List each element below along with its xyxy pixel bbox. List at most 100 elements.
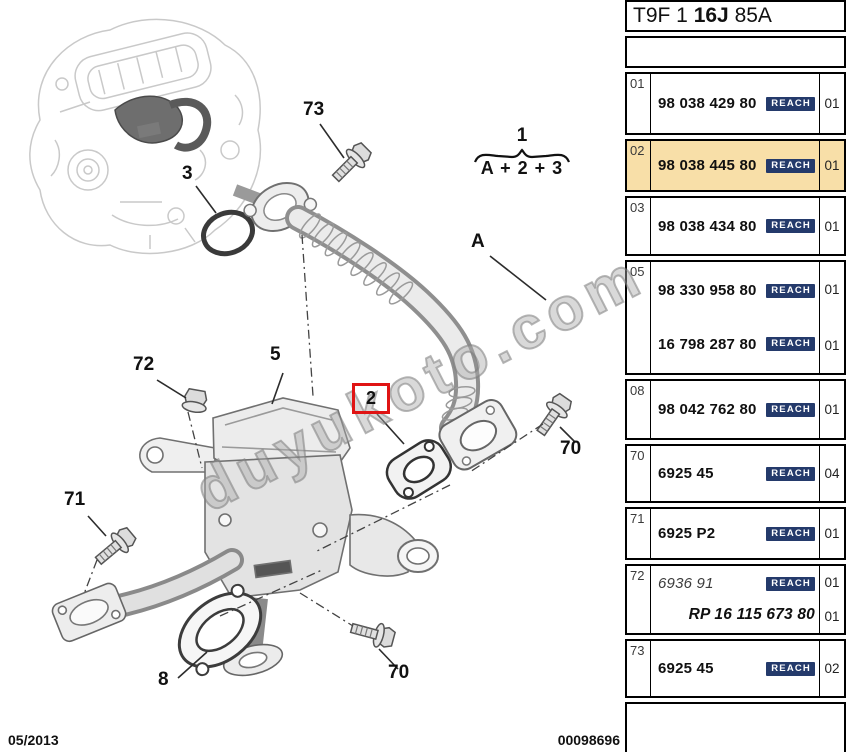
part-number[interactable]: 6925 P2 bbox=[658, 525, 716, 542]
item-number: 01 bbox=[627, 74, 651, 133]
part-row-02[interactable]: 02 98 038 445 80 REACH 01 bbox=[625, 139, 846, 192]
part-row-70[interactable]: 70 6925 45 REACH 04 bbox=[625, 444, 846, 503]
catalog-date: 05/2013 bbox=[8, 732, 59, 748]
part-line: 6925 45 REACH bbox=[658, 465, 815, 482]
quantity-value: 01 bbox=[824, 526, 840, 541]
diagram-artwork bbox=[29, 18, 577, 679]
reach-badge[interactable]: REACH bbox=[766, 219, 815, 233]
reach-badge[interactable]: REACH bbox=[766, 337, 815, 352]
reach-badge[interactable]: REACH bbox=[766, 158, 815, 173]
item-number: 03 bbox=[627, 198, 651, 254]
part-row-03[interactable]: 03 98 038 434 80 REACH 01 bbox=[625, 196, 846, 256]
part-number[interactable]: 98 038 429 80 bbox=[658, 95, 757, 112]
gasket-part-2 bbox=[385, 439, 452, 500]
part-line: 6925 45 REACH bbox=[658, 660, 815, 677]
empty-footer-cell bbox=[625, 702, 846, 752]
reach-badge[interactable]: REACH bbox=[766, 402, 815, 417]
part-line: 6936 91 REACH bbox=[658, 575, 815, 592]
quantity-cell: 01 bbox=[819, 198, 844, 254]
item-number: 73 bbox=[627, 641, 651, 696]
item-number: 71 bbox=[627, 509, 651, 558]
part-cell: 6936 91 REACH RP 16 115 673 80 bbox=[651, 566, 819, 633]
nut-part-72 bbox=[181, 387, 208, 414]
callout-3: 3 bbox=[182, 163, 193, 184]
quantity-cell: 01 01 bbox=[819, 262, 844, 373]
part-line: RP 16 115 673 80 bbox=[658, 606, 815, 624]
quantity-cell: 01 bbox=[819, 509, 844, 558]
item-number: 05 bbox=[627, 262, 651, 373]
quantity-value: 01 bbox=[824, 337, 840, 353]
part-number[interactable]: 98 038 445 80 bbox=[658, 157, 757, 174]
quantity-value: 01 bbox=[824, 402, 840, 417]
quantity-value: 01 bbox=[824, 608, 840, 624]
part-row-71[interactable]: 71 6925 P2 REACH 01 bbox=[625, 507, 846, 560]
part-row-72[interactable]: 72 6936 91 REACH RP 16 115 673 80 01 01 bbox=[625, 564, 846, 635]
reference-bold: 16J bbox=[693, 4, 729, 27]
bolt-part-70-right bbox=[530, 389, 577, 441]
reach-badge[interactable]: REACH bbox=[766, 96, 815, 111]
part-number[interactable]: 6936 91 bbox=[658, 575, 714, 592]
part-row-05[interactable]: 05 98 330 958 80 REACH 16 798 287 80 REACH 01… bbox=[625, 260, 846, 375]
selected-callout-2[interactable]: 2 bbox=[352, 383, 390, 414]
part-number[interactable]: 98 330 958 80 bbox=[658, 282, 757, 300]
part-line: 98 042 762 80 REACH bbox=[658, 401, 815, 418]
quantity-value: 04 bbox=[824, 466, 840, 481]
quantity-cell: 01 bbox=[819, 381, 844, 438]
gasket-part-8 bbox=[177, 583, 263, 677]
quantity-value: 02 bbox=[824, 661, 840, 676]
item-number: 72 bbox=[627, 566, 651, 633]
part-cell: 6925 45 REACH bbox=[651, 446, 819, 501]
item-number: 70 bbox=[627, 446, 651, 501]
quantity-value: 01 bbox=[824, 282, 840, 298]
part-line: 98 330 958 80 REACH bbox=[658, 282, 815, 299]
exploded-parts-diagram: 3 73 72 5 71 70 8 70 A 2 1 A + 2 + 3 duy… bbox=[29, 18, 656, 690]
document-number: 00098696 bbox=[557, 732, 620, 748]
reach-badge[interactable]: REACH bbox=[766, 661, 815, 676]
quantity-cell: 01 bbox=[819, 141, 844, 190]
part-cell: 98 330 958 80 REACH 16 798 287 80 REACH bbox=[651, 262, 819, 373]
callout-72: 72 bbox=[133, 354, 155, 375]
part-number[interactable]: RP 16 115 673 80 bbox=[688, 606, 815, 623]
callout-71: 71 bbox=[64, 489, 86, 510]
formula-result: 1 bbox=[516, 125, 528, 146]
part-line: 16 798 287 80 REACH bbox=[658, 336, 815, 353]
item-number: 02 bbox=[627, 141, 651, 190]
reach-badge[interactable]: REACH bbox=[766, 576, 815, 591]
callout-5: 5 bbox=[270, 344, 281, 365]
part-line: 6925 P2 REACH bbox=[658, 525, 815, 542]
reach-badge[interactable]: REACH bbox=[766, 283, 815, 298]
part-number[interactable]: 6925 45 bbox=[658, 465, 714, 482]
part-cell: 6925 45 REACH bbox=[651, 641, 819, 696]
egr-valve-assembly bbox=[51, 397, 439, 677]
callout-8: 8 bbox=[158, 669, 169, 690]
quantity-cell: 02 bbox=[819, 641, 844, 696]
empty-spacer-cell bbox=[625, 36, 846, 68]
quantity-value: 01 bbox=[824, 96, 840, 111]
part-number[interactable]: 98 042 762 80 bbox=[658, 401, 757, 418]
part-number[interactable]: 98 038 434 80 bbox=[658, 217, 757, 235]
part-cell: 98 042 762 80 REACH bbox=[651, 381, 819, 438]
part-row-01[interactable]: 01 98 038 429 80 REACH 01 bbox=[625, 72, 846, 135]
part-number[interactable]: 6925 45 bbox=[658, 660, 714, 677]
quantity-value: 01 bbox=[824, 575, 840, 591]
engine-egr-dark-parts bbox=[114, 95, 212, 152]
bolt-part-71 bbox=[89, 523, 140, 571]
quantity-value: 01 bbox=[824, 158, 840, 173]
part-row-73[interactable]: 73 6925 45 REACH 02 bbox=[625, 639, 846, 698]
callout-70-right: 70 bbox=[560, 438, 582, 459]
formula-components: A + 2 + 3 bbox=[480, 158, 564, 178]
formula-brace bbox=[473, 148, 571, 163]
part-cell: 98 038 445 80 REACH bbox=[651, 141, 819, 190]
callout-73: 73 bbox=[303, 99, 325, 120]
part-number[interactable]: 16 798 287 80 bbox=[658, 335, 757, 353]
egr-pipe-assembly bbox=[232, 182, 518, 471]
part-cell: 98 038 434 80 REACH bbox=[651, 198, 819, 254]
reach-badge[interactable]: REACH bbox=[766, 466, 815, 481]
reach-badge[interactable]: REACH bbox=[766, 526, 815, 541]
leader-lines bbox=[87, 123, 576, 679]
o-ring-part-3 bbox=[201, 209, 255, 257]
parts-table-rows: 01 98 038 429 80 REACH 01 02 98 038 445 80 REA… bbox=[625, 72, 846, 702]
quantity-value: 01 bbox=[824, 218, 840, 234]
